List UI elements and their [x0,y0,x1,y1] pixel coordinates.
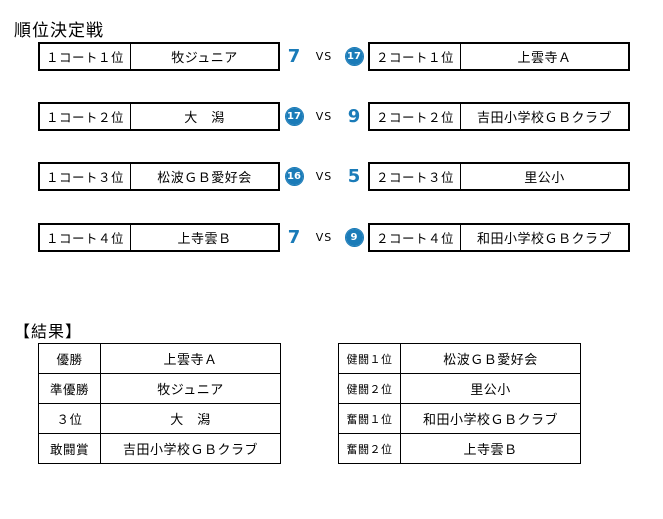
award-team: 上寺雲Ｂ [400,433,581,464]
match-2-right-box: ２コート２位 吉田小学校ＧＢクラブ [368,102,630,131]
award-team: 大 潟 [100,403,281,434]
page-title: 順位決定戦 [14,21,104,41]
match-4-vs: VS [315,231,333,244]
match-1-right-team: 上雲寺Ａ [517,51,572,66]
match-1-right-label: ２コート１位 [370,44,461,69]
award-label: 健闘２位 [338,373,401,404]
match-1-left-label: １コート１位 [40,44,131,69]
award-team: 上雲寺Ａ [100,343,281,374]
match-3-left-score: 16 [279,162,309,191]
table-row: 準優勝 牧ジュニア [38,373,281,404]
results-heading: 【結果】 [14,322,83,341]
match-3-left-team: 松波ＧＢ愛好会 [157,171,252,186]
match-3-right-team: 里公小 [524,171,565,186]
match-4-right-team: 和田小学校ＧＢクラブ [476,232,612,247]
match-1-left-team: 牧ジュニア [171,51,238,66]
award-team: 吉田小学校ＧＢクラブ [100,433,281,464]
match-2-left-label: １コート２位 [40,104,131,129]
match-1-right-box: ２コート１位 上雲寺Ａ [368,42,630,71]
award-label: 優勝 [38,343,101,374]
match-2-left-box: １コート２位 大 潟 [38,102,280,131]
match-3-vs: VS [315,170,333,183]
results-right-table: 健闘１位 松波ＧＢ愛好会 健闘２位 里公小 奮闘１位 和田小学校ＧＢクラブ 奮闘… [338,343,581,464]
award-team: 牧ジュニア [100,373,281,404]
match-3-right-box: ２コート３位 里公小 [368,162,630,191]
match-3-left-label: １コート３位 [40,164,131,189]
match-1-left-box: １コート１位 牧ジュニア [38,42,280,71]
match-2-vs: VS [315,110,333,123]
award-label: 健闘１位 [338,343,401,374]
match-4-right-box: ２コート４位 和田小学校ＧＢクラブ [368,223,630,252]
match-3-left-box: １コート３位 松波ＧＢ愛好会 [38,162,280,191]
match-2-left-score: 17 [279,102,309,131]
match-4-left-box: １コート４位 上寺雲Ｂ [38,223,280,252]
award-label: 準優勝 [38,373,101,404]
award-team: 松波ＧＢ愛好会 [400,343,581,374]
match-3-right-score: 5 [347,166,361,187]
award-label: 奮闘１位 [338,403,401,434]
table-row: 優勝 上雲寺Ａ [38,343,281,374]
table-row: 敢闘賞 吉田小学校ＧＢクラブ [38,433,281,464]
table-row: ３位 大 潟 [38,403,281,434]
match-4-left-team: 上寺雲Ｂ [177,232,232,247]
award-team: 里公小 [400,373,581,404]
match-4-left-label: １コート４位 [40,225,131,250]
award-label: 敢闘賞 [38,433,101,464]
table-row: 健闘１位 松波ＧＢ愛好会 [338,343,581,374]
results-left-table: 優勝 上雲寺Ａ 準優勝 牧ジュニア ３位 大 潟 敢闘賞 吉田小学校ＧＢクラブ [38,343,281,464]
table-row: 奮闘２位 上寺雲Ｂ [338,433,581,464]
award-label: 奮闘２位 [338,433,401,464]
award-team: 和田小学校ＧＢクラブ [400,403,581,434]
table-row: 健闘２位 里公小 [338,373,581,404]
match-4-left-score: 7 [287,227,301,248]
match-2-right-score: 9 [347,106,361,127]
table-row: 奮闘１位 和田小学校ＧＢクラブ [338,403,581,434]
match-4-right-label: ２コート４位 [370,225,461,250]
match-4-right-score: 9 [339,223,369,252]
award-label: ３位 [38,403,101,434]
match-1-left-score: 7 [287,46,301,67]
match-1-right-score: 17 [339,42,369,71]
match-3-right-label: ２コート３位 [370,164,461,189]
match-2-right-label: ２コート２位 [370,104,461,129]
match-2-right-team: 吉田小学校ＧＢクラブ [476,111,612,126]
match-1-vs: VS [315,50,333,63]
match-2-left-team: 大 潟 [184,111,225,126]
